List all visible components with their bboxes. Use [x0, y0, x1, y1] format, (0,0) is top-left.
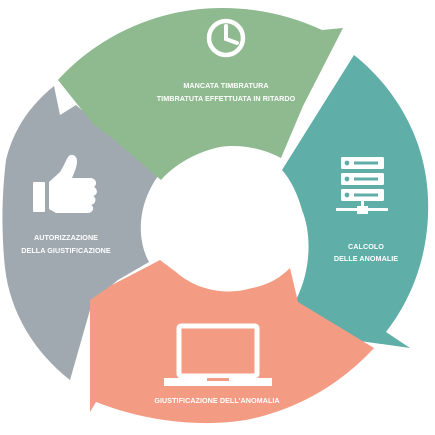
segment-authorization	[2, 86, 159, 380]
step-label-missed-clock-in: MANCATA TIMBRATURA	[183, 81, 268, 90]
step-label-authorization: AUTORIZZAZIONE	[34, 233, 98, 242]
step-label-anomalies: DELLE ANOMALIE	[334, 254, 398, 263]
segment-anomaly-calculation	[282, 55, 429, 348]
segment-anomaly-justification	[90, 260, 374, 424]
step-label-calculation: CALCOLO	[348, 242, 384, 251]
step-label-late-clock-in: TIMBRATUTA EFFETTUATA IN RITARDO	[157, 94, 296, 103]
thumbs-up-icon	[33, 154, 97, 213]
server-icon	[336, 157, 388, 214]
step-label-of-justification: DELLA GIUSTIFICAZIONE	[21, 246, 111, 255]
segment-missed-clock-in	[58, 8, 343, 180]
step-label-justification: GIUSTIFICAZIONE DELL'ANOMALIA	[154, 396, 279, 405]
clock-icon	[206, 18, 246, 58]
laptop-icon	[164, 323, 272, 386]
